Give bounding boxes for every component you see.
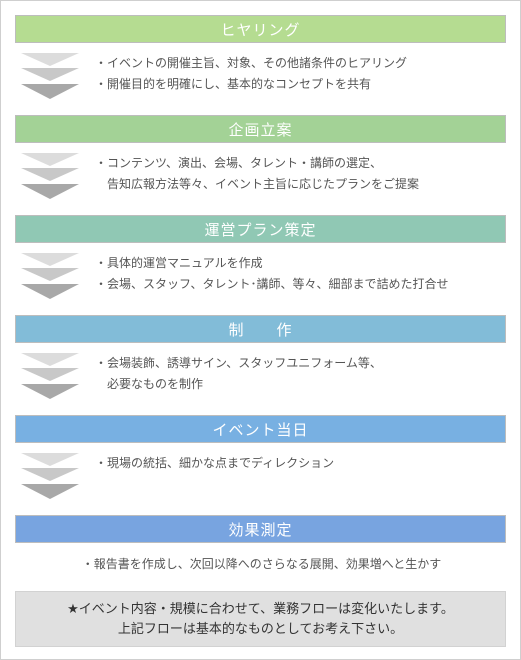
chevron-down-icon bbox=[21, 53, 79, 99]
chevron-down-icon bbox=[21, 453, 79, 499]
step-detail-line: ・会場装飾、誘導サイン、スタッフユニフォーム等、 bbox=[95, 356, 382, 370]
note-line: ★イベント内容・規模に合わせて、業務フローは変化いたします。 bbox=[67, 602, 454, 617]
step-detail-line: ・会場、スタッフ、タレント･講師、等々、細部まで詰めた打合せ bbox=[95, 277, 449, 291]
step-header-production: 制 作 bbox=[15, 315, 506, 343]
step-detail-line: ・開催目的を明確にし、基本的なコンセプトを共有 bbox=[95, 77, 372, 91]
step-header-operation-plan: 運営プラン策定 bbox=[15, 215, 506, 243]
step-detail-line: ・現場の統括、細かな点までディレクション bbox=[95, 456, 335, 470]
note-line: 上記フローは基本的なものとしてお考え下さい。 bbox=[117, 622, 404, 637]
step-detail-line: ・具体的運営マニュアルを作成 bbox=[95, 256, 263, 270]
step-detail-line: ・コンテンツ、演出、会場、タレント・講師の選定、 bbox=[95, 156, 383, 170]
chevron-down-icon bbox=[21, 353, 79, 399]
step-detail-line: 必要なものを制作 bbox=[95, 377, 204, 391]
step-header-event-day: イベント当日 bbox=[15, 415, 506, 443]
step-header-planning: 企画立案 bbox=[15, 115, 506, 143]
step-detail-line: 告知広報方法等々、イベント主旨に応じたプランをご提案 bbox=[95, 177, 420, 191]
note-box: ★イベント内容・規模に合わせて、業務フローは変化いたします。 上記フローは基本的… bbox=[15, 591, 506, 647]
step-header-hearing: ヒヤリング bbox=[15, 15, 506, 43]
step-detail-line: ・イベントの開催主旨、対象、その他諸条件のヒアリング bbox=[95, 56, 408, 70]
chevron-down-icon bbox=[21, 153, 79, 199]
chevron-down-icon bbox=[21, 253, 79, 299]
step-detail-line: ・報告書を作成し、次回以降へのさらなる展開、効果増へと生かす bbox=[81, 557, 442, 571]
step-header-evaluation: 効果測定 bbox=[15, 515, 506, 543]
